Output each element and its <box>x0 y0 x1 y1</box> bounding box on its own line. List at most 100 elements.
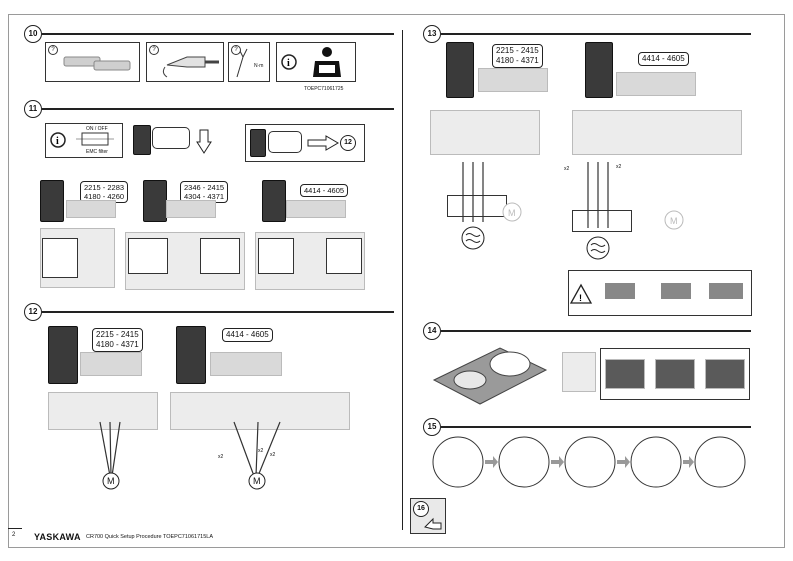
ferrite-core-panel: ? <box>45 42 140 82</box>
drive-icon <box>40 180 64 222</box>
conduit-plate-illustration <box>432 347 548 405</box>
model-range-3: 4414 - 4605 <box>300 184 349 197</box>
model-nameplate-icon <box>152 127 190 149</box>
step-11-rule <box>42 108 394 110</box>
question-icon: ? <box>231 45 241 55</box>
step-12-number: 12 <box>24 303 42 321</box>
jumper-warning-panel: ! <box>568 270 752 316</box>
svg-text:i: i <box>287 58 290 69</box>
sequence-image <box>705 359 745 389</box>
motor-wiring-1 <box>99 421 121 490</box>
nameplate-detail <box>66 200 116 218</box>
step-14-number: 14 <box>423 322 441 340</box>
nameplate-detail <box>478 68 548 92</box>
nameplate-detail <box>80 352 142 376</box>
emc-screw-detail <box>258 238 294 274</box>
manual-reference-panel: i <box>276 42 356 82</box>
step-14-rule <box>441 330 751 332</box>
model-range-2: 4414 - 4605 <box>638 52 689 66</box>
nameplate-detail <box>616 72 696 96</box>
drive-bottom-detail <box>562 352 596 392</box>
terminal-block-diagram-2 <box>170 392 350 430</box>
column-divider <box>402 30 403 530</box>
svg-text:!: ! <box>579 293 582 303</box>
torque-panel: ? N·m <box>228 42 270 82</box>
drive-icon <box>133 125 151 155</box>
motor-label: M <box>253 476 261 486</box>
step-13-number: 13 <box>423 25 441 43</box>
page-number: 2 <box>12 532 16 538</box>
emc-switch-label: ON / OFF <box>86 126 108 132</box>
info-icon: i <box>50 132 114 148</box>
drive-icon <box>48 326 78 384</box>
footer-document-title: CR700 Quick Setup Procedure TOEPC7106171… <box>86 534 213 540</box>
power-terminal-diagram-1 <box>430 110 540 155</box>
ferrite-core-icon <box>63 56 131 71</box>
emc-screw-detail <box>42 238 78 278</box>
svg-text:i: i <box>56 136 59 147</box>
step-15-rule <box>441 426 751 428</box>
supply-wiring-1 <box>461 162 485 250</box>
supply-box-2 <box>572 210 632 232</box>
motor-outline-icon: M <box>502 202 522 222</box>
svg-text:M: M <box>670 216 678 226</box>
x2-label: x2 <box>564 166 570 172</box>
step-12-rule <box>42 311 394 313</box>
question-icon: ? <box>149 45 159 55</box>
read-manual-icon: i <box>281 47 341 77</box>
cable-entry-sequence <box>600 348 750 400</box>
emc-filter-panel: i ON / OFF EMC filter <box>45 123 123 158</box>
drive-icon <box>585 42 613 98</box>
x2-label: x2 <box>218 454 224 460</box>
x2-label: x2 <box>270 452 276 458</box>
step-11-number: 11 <box>24 100 42 118</box>
emc-screw-detail <box>200 238 240 274</box>
drive-icon <box>262 180 286 222</box>
footer-tick <box>8 528 22 529</box>
step-10-rule <box>42 33 394 35</box>
nameplate-detail <box>210 352 282 376</box>
sequence-image <box>655 359 695 389</box>
step-13-rule <box>441 33 751 35</box>
page-frame <box>8 14 785 548</box>
emc-filter-label: EMC filter <box>86 149 108 155</box>
cover-close-sequence <box>432 436 746 488</box>
return-arrow-icon <box>424 517 442 530</box>
x2-label: x2 <box>258 448 264 454</box>
motor-label: M <box>107 476 115 486</box>
warning-icon: ! <box>569 283 743 304</box>
emc-screw-detail <box>128 238 168 274</box>
arrow-down-icon <box>196 129 212 154</box>
step-10-number: 10 <box>24 25 42 43</box>
step-15-number: 15 <box>423 418 441 436</box>
step-16-number: 16 <box>413 501 429 517</box>
cable-gland-icon <box>162 56 219 78</box>
motor-outline-icon: M <box>664 210 684 230</box>
manual-doc-code: TOEPC71061725 <box>304 86 344 92</box>
question-icon: ? <box>48 45 58 55</box>
torque-unit-label: N·m <box>254 63 264 69</box>
model-range-2: 4414 - 4605 <box>222 328 273 342</box>
skip-to-step-panel: 12 <box>245 124 365 162</box>
brand-logo: YASKAWA <box>34 532 81 542</box>
x2-label: x2 <box>616 164 622 170</box>
power-terminal-diagram-2 <box>572 110 742 155</box>
nameplate-detail <box>286 200 346 218</box>
sequence-image <box>605 359 645 389</box>
nameplate-detail <box>166 200 216 218</box>
supply-wiring-2 <box>586 162 610 260</box>
step-16-panel: 16 <box>410 498 446 534</box>
svg-text:M: M <box>508 208 516 218</box>
drive-icon <box>176 326 206 384</box>
drive-icon <box>446 42 474 98</box>
cable-gland-panel: ? <box>146 42 224 82</box>
emc-screw-detail <box>326 238 362 274</box>
model-nameplate-icon <box>268 131 302 153</box>
arrow-right-icon <box>307 135 339 151</box>
drive-icon <box>250 129 266 157</box>
terminal-block-diagram-1 <box>48 392 158 430</box>
motor-wiring-2 <box>233 421 281 490</box>
next-step-badge: 12 <box>340 135 356 151</box>
